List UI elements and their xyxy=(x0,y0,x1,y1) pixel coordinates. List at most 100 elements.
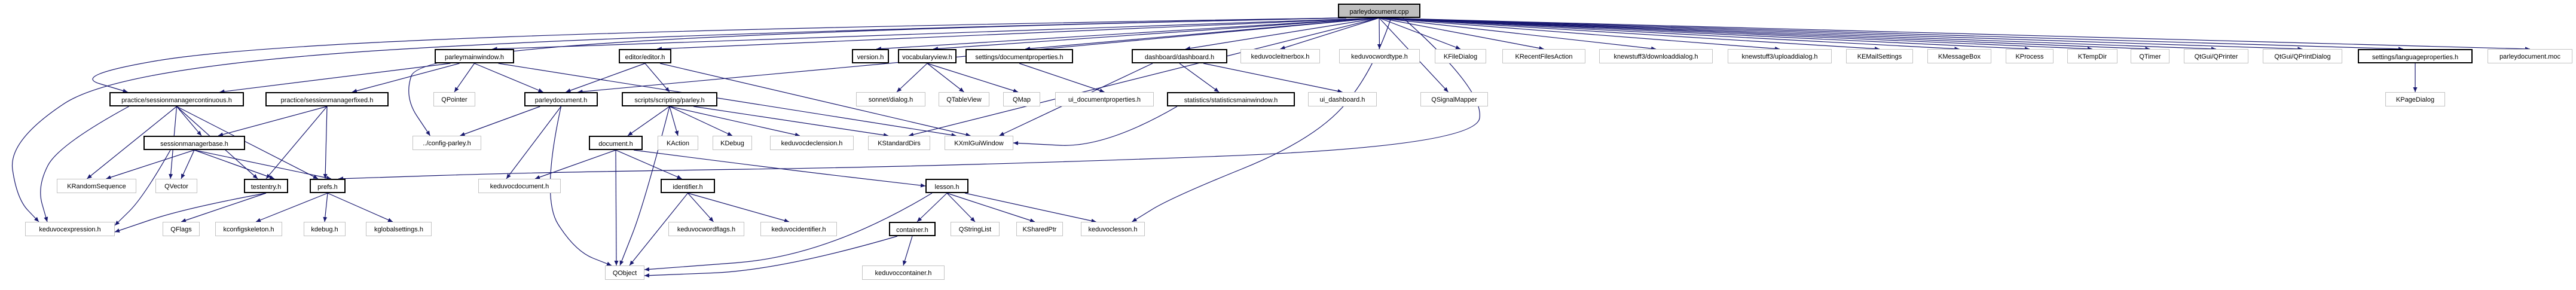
node-ksharedptr: KSharedPtr xyxy=(1016,222,1063,236)
edge-testentry-qflags xyxy=(181,193,267,222)
node-identifierh[interactable]: identifier.h xyxy=(661,179,715,193)
node-kemailsettings: KEMailSettings xyxy=(1846,49,1913,63)
node-dashboard[interactable]: dashboard/dashboard.h xyxy=(1132,49,1227,63)
edge-root-vocabularyview xyxy=(933,17,1380,51)
node-qvector: QVector xyxy=(155,179,197,193)
edge-root-kmessagebox xyxy=(1379,17,1960,51)
edge-editor-kxmlguiwindow xyxy=(659,63,971,137)
node-qsignalmapper: QSignalMapper xyxy=(1420,92,1488,106)
node-containerh[interactable]: container.h xyxy=(889,222,936,236)
edge-root-krecentfilesaction xyxy=(1379,17,1544,50)
edge-identifierh-keduvocwordflags xyxy=(687,193,714,222)
node-kstandarddirs: KStandardDirs xyxy=(868,136,930,150)
edge-documenth-keduvocdocument xyxy=(534,149,616,179)
node-keduvocdocument: keduvocdocument.h xyxy=(478,179,561,193)
node-prefs[interactable]: prefs.h xyxy=(310,179,346,193)
edge-sessionmanagerbase-qvector xyxy=(181,149,195,179)
node-statisticsmainwindow[interactable]: statistics/statisticsmainwindow.h xyxy=(1167,92,1295,106)
node-configparley: ../config-parley.h xyxy=(412,136,481,150)
edge-parleymainwindow-qpointer xyxy=(454,63,475,93)
node-smfixed[interactable]: practice/sessionmanagerfixed.h xyxy=(265,92,389,106)
edge-root-languageproperties xyxy=(1379,17,2404,51)
node-keduvocwordflags: keduvocwordflags.h xyxy=(668,222,744,236)
edge-scriptingparley-kaction xyxy=(669,106,679,136)
node-kaction: KAction xyxy=(658,136,698,150)
node-qstringlist: QStringList xyxy=(951,222,1000,236)
edge-scriptingparley-kstandarddirs xyxy=(693,106,889,138)
edge-documentproperties-uidocumentproperties xyxy=(1019,63,1105,93)
edge-statisticsmainwindow-kxmlguiwindow xyxy=(1013,106,1178,146)
edge-root-kemailsettings xyxy=(1379,17,1880,51)
node-documentproperties[interactable]: settings/documentproperties.h xyxy=(965,49,1073,63)
node-keduvocwordtype: keduvocwordtype.h xyxy=(1339,49,1420,63)
node-documenth[interactable]: document.h xyxy=(589,136,643,150)
edge-sessionmanagerbase-krandomsequence xyxy=(106,149,195,179)
node-moc: parleydocument.moc xyxy=(2488,49,2572,63)
edge-root-dashboard xyxy=(1185,17,1380,51)
node-keduvocleitnerbox: keduvocleitnerbox.h xyxy=(1240,49,1320,63)
edge-root-smcontinuous xyxy=(92,17,1344,93)
node-sessionmanagerbase[interactable]: sessionmanagerbase.h xyxy=(143,136,245,150)
edge-root-ktempdir xyxy=(1379,17,2093,51)
edge-parleymainwindow-smfixed xyxy=(352,63,460,93)
edge-parleydocumenth-qobject xyxy=(549,106,612,266)
node-kfiledialog: KFileDialog xyxy=(1435,49,1486,63)
node-scriptingparley[interactable]: scripts/scripting/parley.h xyxy=(622,92,717,106)
edge-root-qtimer xyxy=(1379,17,2150,51)
edge-scriptingparley-kdebugK xyxy=(669,106,733,136)
edge-documenth-identifierh xyxy=(615,149,682,179)
edge-prefs-kdebugl xyxy=(323,193,328,222)
edge-scriptingparley-documenth xyxy=(627,106,670,136)
edge-scriptingparley-keduvocdeclension xyxy=(669,106,800,137)
node-lessonh[interactable]: lesson.h xyxy=(925,179,968,193)
edge-vocabularyview-qmap xyxy=(927,63,1019,93)
edge-dashboard-statisticsmainwindow xyxy=(1179,63,1220,93)
edge-testentry-keduvocexpression xyxy=(114,193,267,233)
node-qmap: QMap xyxy=(1003,92,1040,106)
edge-sessionmanagerbase-prefs xyxy=(194,149,332,180)
edge-sessionmanagerbase-testentry xyxy=(194,149,275,179)
node-qpointer: QPointer xyxy=(433,92,475,106)
node-parleymainwindow[interactable]: parleymainwindow.h xyxy=(435,49,514,63)
edge-smcontinuous-prefs xyxy=(176,106,319,179)
edge-lessonh-qobject xyxy=(644,193,933,271)
node-version[interactable]: version.h xyxy=(852,49,889,63)
node-qflags: QFlags xyxy=(163,222,200,236)
edge-parleydocumenth-configparley xyxy=(460,106,540,136)
edge-smcontinuous-sessionmanagerbase xyxy=(176,106,202,136)
edge-lessonh-containerh xyxy=(916,193,948,222)
edge-root-qprintdialog xyxy=(1379,17,2303,51)
edge-parleymainwindow-kxmlguiwindow xyxy=(498,63,957,138)
edge-root-keduvoclesson xyxy=(1132,17,1392,222)
node-keduvocdeclension: keduvocdeclension.h xyxy=(770,136,854,150)
edge-prefs-kconfigskeleton xyxy=(255,193,328,222)
edge-prefs-kglobalsettings xyxy=(327,193,393,222)
node-kglobalsettings: kglobalsettings.h xyxy=(366,222,432,236)
node-testentry[interactable]: testentry.h xyxy=(244,179,288,193)
edge-smfixed-sessionmanagerbase xyxy=(218,106,328,137)
edge-root-uploaddialog xyxy=(1379,17,1780,51)
edge-smcontinuous-keduvocexpression xyxy=(40,106,129,222)
edge-root-kprocess xyxy=(1379,17,2030,51)
node-languageproperties[interactable]: settings/languageproperties.h xyxy=(2358,49,2473,63)
edge-root-moc xyxy=(1379,17,2531,51)
node-smcontinuous[interactable]: practice/sessionmanagercontinuous.h xyxy=(109,92,244,106)
node-krecentfilesaction: KRecentFilesAction xyxy=(1502,49,1585,63)
node-editor[interactable]: editor/editor.h xyxy=(619,49,671,63)
edge-dashboard-uidashboard xyxy=(1203,63,1343,93)
node-parleydocumenth[interactable]: parleydocument.h xyxy=(524,92,598,106)
edge-parleymainwindow-parleydocumenth xyxy=(474,63,543,93)
edge-smcontinuous-krandomsequence xyxy=(87,106,177,179)
node-downloaddialog: knewstuff3/downloaddialog.h xyxy=(1599,49,1713,63)
node-keduvoccontainer: keduvoccontainer.h xyxy=(862,265,945,280)
edge-editor-scriptingparley xyxy=(644,63,670,93)
edge-documenth-lessonh xyxy=(633,149,926,188)
edge-lessonh-ksharedptr xyxy=(946,193,1035,222)
edge-root-parleymainwindow xyxy=(492,17,1380,51)
node-keduvocexpression: keduvocexpression.h xyxy=(25,222,115,236)
edge-smfixed-testentry xyxy=(265,106,328,179)
node-vocabularyview[interactable]: vocabularyview.h xyxy=(898,49,957,63)
node-uidocumentproperties: ui_documentproperties.h xyxy=(1055,92,1154,106)
node-krandomsequence: KRandomSequence xyxy=(57,179,136,193)
